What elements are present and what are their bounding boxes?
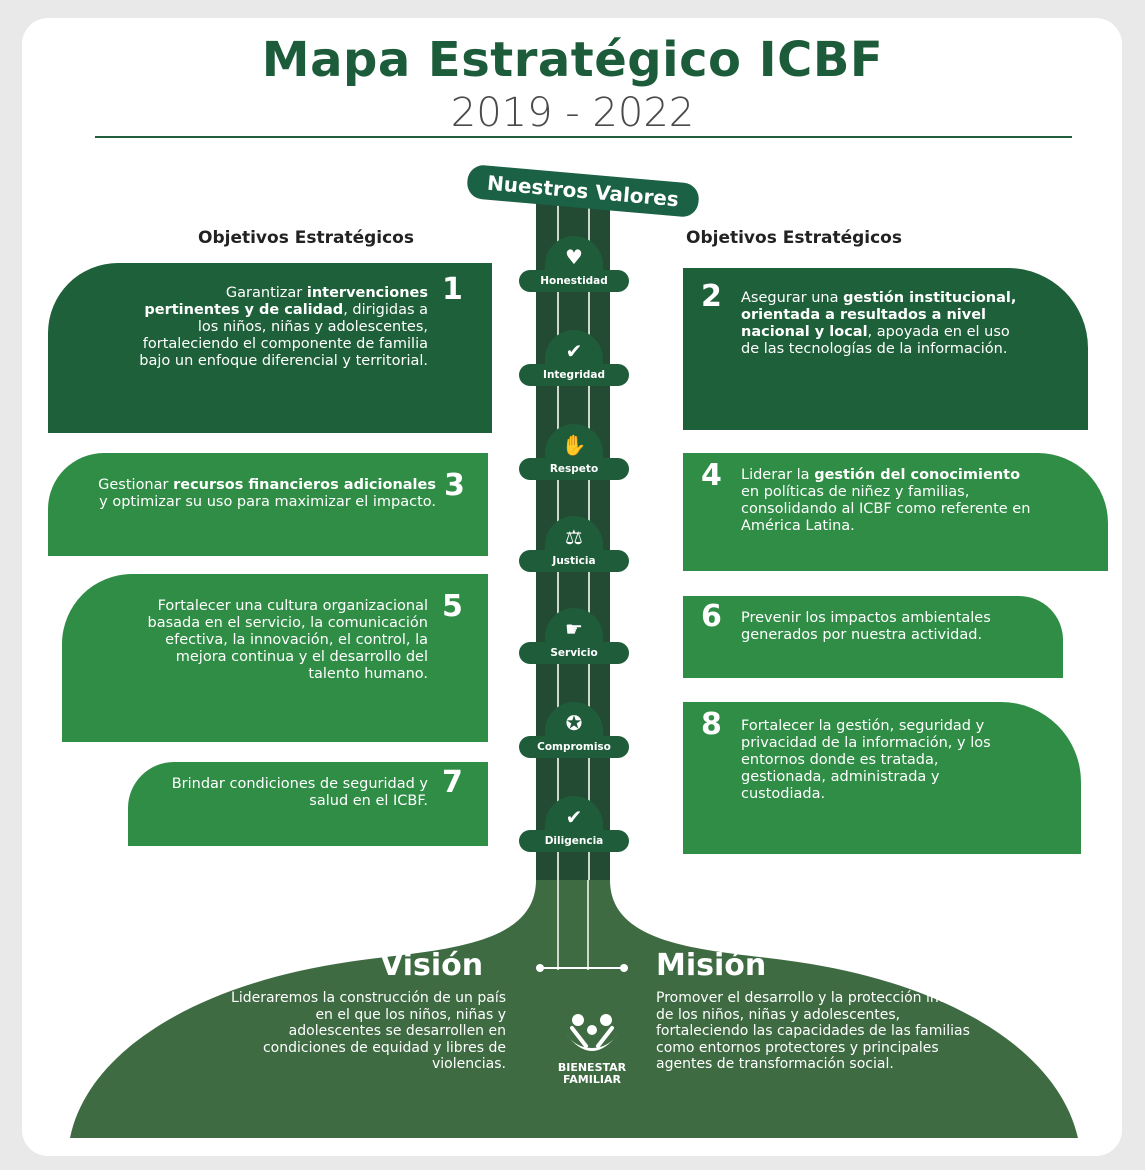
trunk-line-right [588, 200, 590, 980]
value-badge-integridad: ✔ Integridad [519, 330, 629, 388]
bienestar-familiar-logo-icon [566, 1014, 618, 1051]
objective-box-7: Brindar condiciones de seguridad y salud… [128, 762, 488, 846]
value-badge-compromiso: ✪ Compromiso [519, 702, 629, 760]
value-label: Compromiso [519, 736, 629, 758]
objective-box-5: Fortalecer una cultura organizacional ba… [62, 574, 488, 742]
value-badge-justicia: ⚖ Justicia [519, 516, 629, 574]
objective-number-2: 2 [701, 279, 722, 314]
check-circle-icon: ✔ [565, 805, 583, 829]
vision-text: Lideraremos la construcción de un país e… [231, 990, 506, 1072]
objective-number-8: 8 [701, 707, 722, 742]
heart-hand-icon: ♥ [565, 245, 583, 269]
shield-check-icon: ✔ [565, 339, 583, 363]
value-label: Respeto [519, 458, 629, 480]
hand-icon: ☛ [565, 617, 583, 641]
value-badge-diligencia: ✔ Diligencia [519, 796, 629, 854]
vision-title: Visión [380, 948, 484, 983]
value-label: Diligencia [519, 830, 629, 852]
value-badge-respeto: ✋ Respeto [519, 424, 629, 482]
value-label: Integridad [519, 364, 629, 386]
page-years: 2019 - 2022 [450, 90, 695, 136]
value-label: Servicio [519, 642, 629, 664]
objective-number-5: 5 [442, 589, 463, 624]
objectives-heading-left: Objetivos Estratégicos [198, 228, 414, 248]
objective-box-2: 2 Asegurar una gestión institucional, or… [683, 268, 1088, 430]
tree-ground [70, 880, 1078, 1138]
medal-icon: ✪ [565, 711, 583, 735]
objective-number-3: 3 [444, 468, 465, 503]
mision-text: Promover el desarrollo y la protección i… [656, 990, 980, 1072]
objective-box-1: Garantizar intervenciones pertinentes y … [48, 263, 492, 433]
title-divider [95, 136, 1072, 138]
vision-mision-connector [536, 964, 628, 972]
trunk-line-left [557, 200, 559, 980]
objective-box-4: 4 Liderar la gestión del conocimiento en… [683, 453, 1108, 571]
value-badge-honestidad: ♥ Honestidad [519, 236, 629, 294]
mision-title: Misión [656, 948, 767, 983]
page-title: Mapa Estratégico ICBF [261, 32, 884, 88]
objective-number-6: 6 [701, 599, 722, 634]
objectives-heading-right: Objetivos Estratégicos [686, 228, 902, 248]
objective-number-1: 1 [442, 272, 463, 307]
scales-icon: ⚖ [565, 525, 583, 549]
objective-box-6: 6 Prevenir los impactos ambientales gene… [683, 596, 1063, 678]
value-badge-servicio: ☛ Servicio [519, 608, 629, 666]
handshake-icon: ✋ [561, 433, 587, 457]
value-label: Honestidad [519, 270, 629, 292]
objective-number-4: 4 [701, 458, 722, 493]
objective-box-8: 8 Fortalecer la gestión, seguridad y pri… [683, 702, 1081, 854]
value-label: Justicia [519, 550, 629, 572]
objective-number-7: 7 [442, 765, 463, 800]
objective-box-3: Gestionar recursos financieros adicional… [48, 453, 488, 556]
logo-wordmark: BIENESTAR FAMILIAR [557, 1061, 627, 1086]
